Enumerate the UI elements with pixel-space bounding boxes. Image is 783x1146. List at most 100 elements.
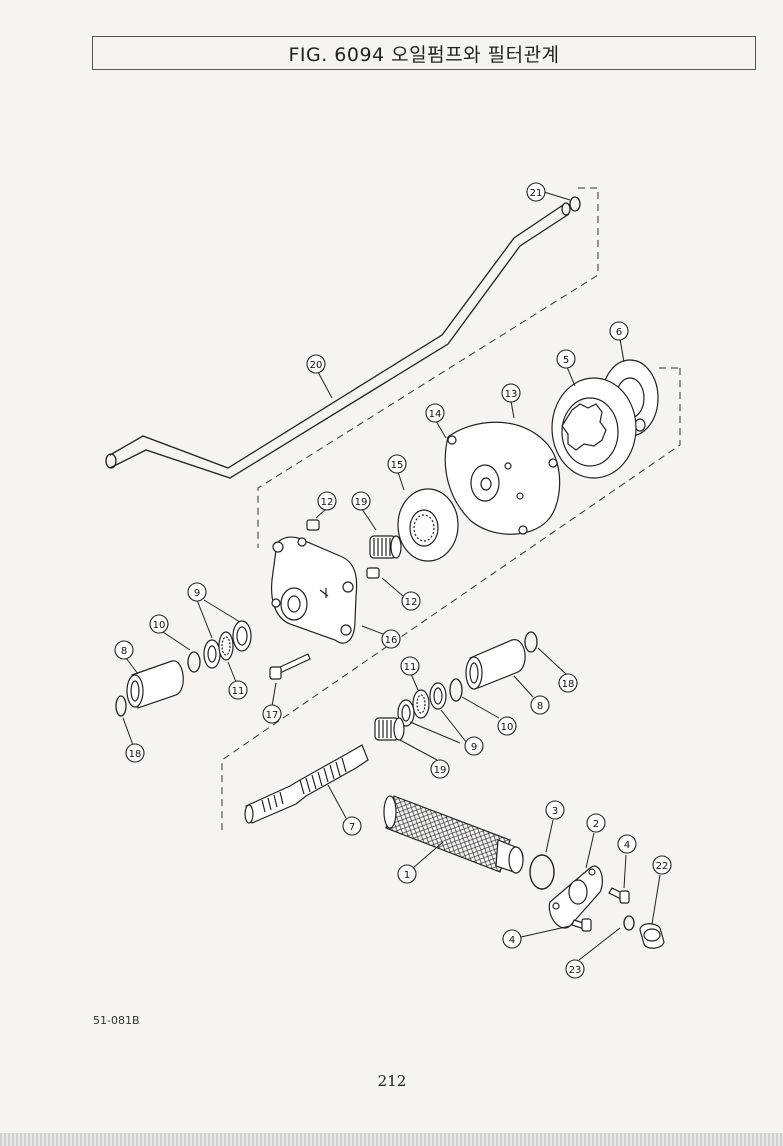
callout-14: 14 [425, 403, 445, 423]
callout-10-left: 10 [149, 614, 169, 634]
bearing-part-11-left [218, 631, 234, 661]
svg-text:4: 4 [509, 935, 515, 946]
svg-text:20: 20 [310, 360, 323, 371]
svg-text:2: 2 [593, 819, 599, 830]
svg-text:9: 9 [194, 588, 200, 599]
outer-rotor-part-5 [551, 377, 637, 479]
svg-text:21: 21 [530, 188, 543, 199]
svg-text:16: 16 [385, 635, 398, 646]
ring-part-9-left-b [232, 620, 252, 652]
callout-9-right: 9 [464, 736, 484, 756]
snap-ring-part-18-left [115, 695, 127, 717]
svg-text:9: 9 [471, 742, 477, 753]
svg-text:17: 17 [266, 710, 279, 721]
needle-bearing-part-19 [369, 535, 402, 559]
sleeve-part-8-left [126, 660, 184, 709]
callouts: 21 20 6 5 13 14 15 12 19 12 16 17 9 10 8… [114, 182, 672, 979]
ring-part-9-left-a [203, 639, 221, 669]
snap-ring-part-18-right [524, 631, 538, 653]
callout-23: 23 [565, 959, 585, 979]
callout-3: 3 [545, 800, 565, 820]
svg-text:6: 6 [616, 327, 622, 338]
svg-text:23: 23 [569, 965, 582, 976]
callout-20: 20 [306, 354, 326, 374]
ring-part-9-right-a [429, 682, 447, 710]
gear-part-15 [397, 488, 459, 562]
callout-1: 1 [397, 864, 417, 884]
svg-text:19: 19 [434, 765, 447, 776]
strainer-part-1 [383, 795, 524, 874]
callout-2: 2 [586, 813, 606, 833]
svg-text:12: 12 [405, 597, 418, 608]
figure-title: FIG. 6094 오일펌프와 필터관계 [92, 36, 756, 70]
callout-17: 17 [262, 704, 282, 724]
svg-text:7: 7 [349, 822, 355, 833]
pin-part-12-lower [366, 567, 380, 579]
svg-text:19: 19 [355, 497, 368, 508]
svg-text:10: 10 [153, 620, 166, 631]
washer-part-10-right [449, 678, 463, 702]
svg-text:18: 18 [129, 749, 142, 760]
callout-8-left: 8 [114, 640, 134, 660]
needle-bearing-part-19-lower [374, 717, 405, 741]
callout-12-upper: 12 [317, 491, 337, 511]
svg-text:3: 3 [552, 806, 558, 817]
bolt-part-4-lower [571, 918, 592, 932]
drawing-code: 51-081B [93, 1014, 140, 1027]
sleeve-part-8-right [465, 639, 526, 690]
svg-text:8: 8 [121, 646, 127, 657]
washer-part-23 [623, 915, 635, 931]
callout-4-upper: 4 [617, 834, 637, 854]
callout-12-lower: 12 [401, 591, 421, 611]
callout-11-left: 11 [228, 680, 248, 700]
callout-10-right: 10 [497, 716, 517, 736]
callout-15: 15 [387, 454, 407, 474]
callout-16: 16 [381, 629, 401, 649]
callout-19-lower: 19 [430, 759, 450, 779]
svg-text:12: 12 [321, 497, 334, 508]
bearing-part-11-right [412, 689, 430, 719]
callout-8-right: 8 [530, 695, 550, 715]
oil-pipe-part-20 [105, 202, 571, 479]
callout-13: 13 [501, 383, 521, 403]
svg-text:14: 14 [429, 409, 442, 420]
callout-5: 5 [556, 349, 576, 369]
pump-cover-part-13 [444, 421, 561, 535]
pin-part-12-upper [306, 519, 320, 531]
plug-part-22 [639, 923, 665, 949]
bolt-part-17 [269, 653, 311, 680]
callout-19-upper: 19 [351, 491, 371, 511]
svg-text:4: 4 [624, 840, 630, 851]
svg-text:11: 11 [404, 662, 417, 673]
callout-6: 6 [609, 321, 629, 341]
svg-text:8: 8 [537, 701, 543, 712]
scan-edge-strip [0, 1133, 783, 1146]
callout-18-right: 18 [558, 673, 578, 693]
callout-4-lower: 4 [502, 929, 522, 949]
callout-21: 21 [526, 182, 546, 202]
assembly-dashed-lines [221, 187, 681, 830]
svg-text:15: 15 [391, 460, 404, 471]
svg-text:11: 11 [232, 686, 245, 697]
svg-text:5: 5 [563, 355, 569, 366]
svg-text:10: 10 [501, 722, 514, 733]
bolt-part-4-upper [608, 887, 630, 904]
callout-9-left: 9 [187, 582, 207, 602]
svg-text:1: 1 [404, 870, 410, 881]
shaft-part-7 [244, 744, 369, 824]
flange-cover-part-2 [548, 865, 603, 929]
o-ring-part-3 [529, 854, 555, 890]
callout-11-right: 11 [400, 656, 420, 676]
o-ring-part-21 [569, 196, 581, 212]
svg-text:18: 18 [562, 679, 575, 690]
pump-body-part-16 [270, 536, 358, 644]
callout-22: 22 [652, 855, 672, 875]
svg-text:13: 13 [505, 389, 518, 400]
callout-18-left: 18 [125, 743, 145, 763]
callout-7: 7 [342, 816, 362, 836]
page-number: 212 [377, 1072, 407, 1090]
svg-text:22: 22 [656, 861, 669, 872]
leader-lines [122, 191, 661, 961]
